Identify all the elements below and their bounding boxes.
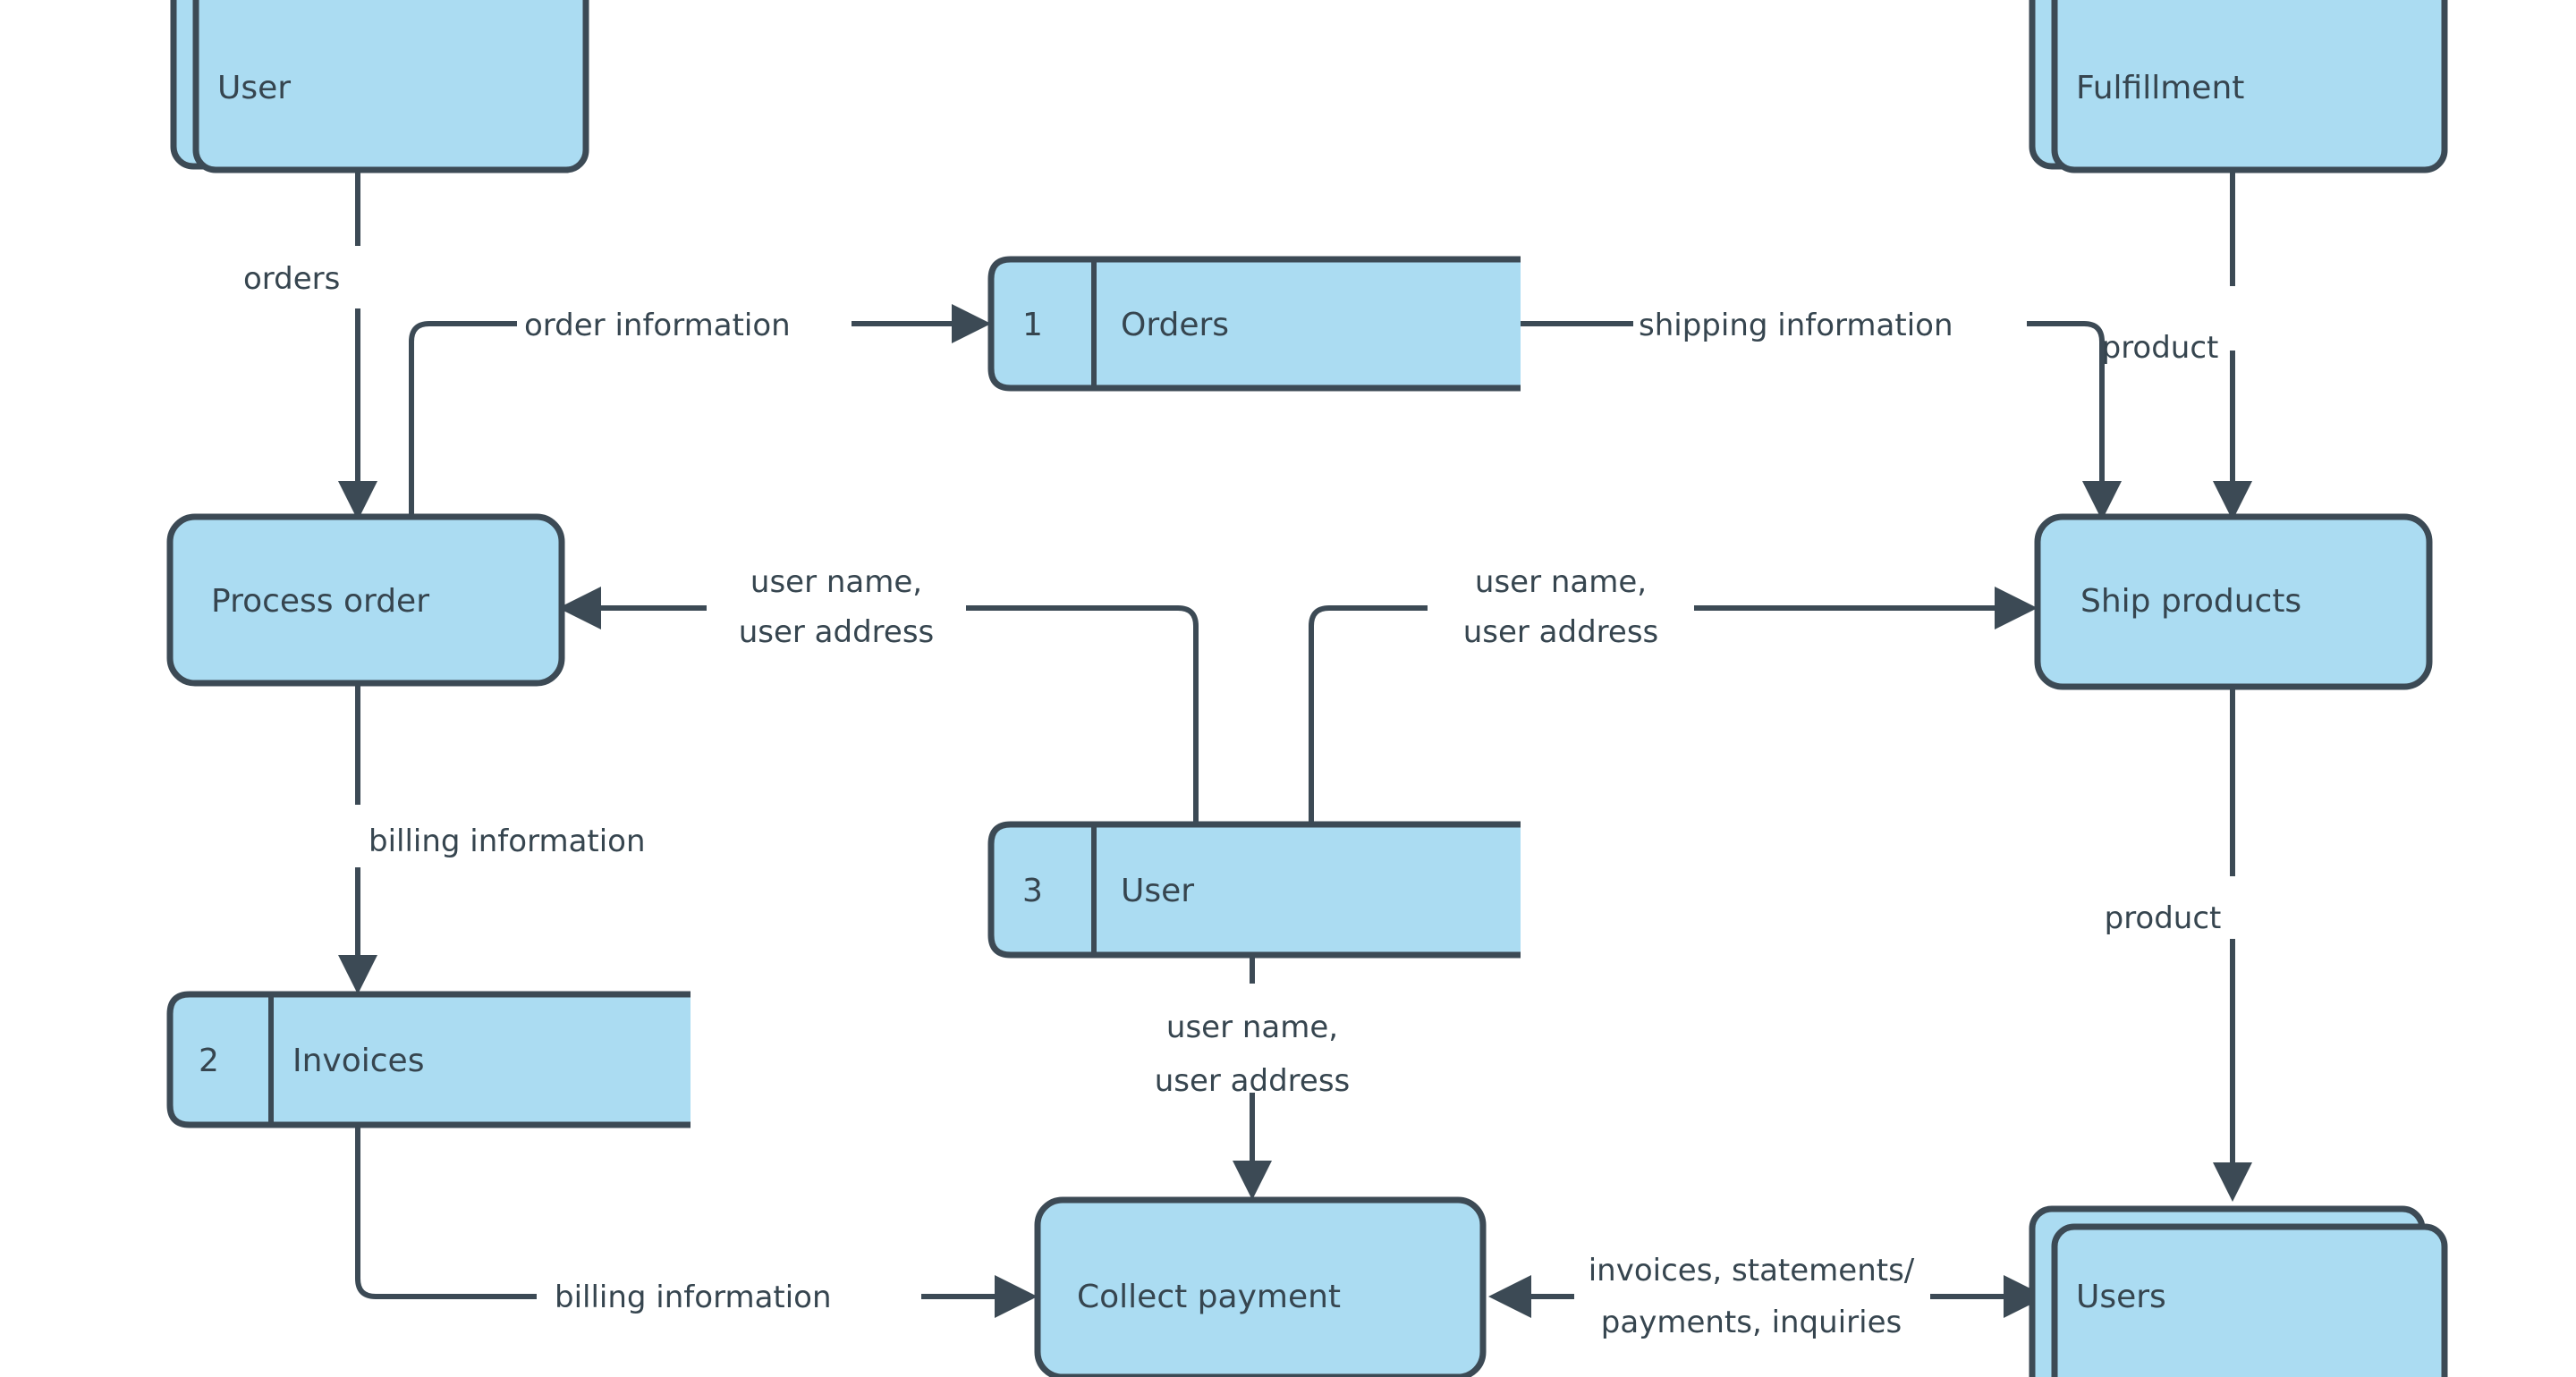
flow-product-users <box>2213 687 2252 1202</box>
flow-user-info-collect-arrowhead <box>1233 1161 1272 1200</box>
flow-shipping-information-segment-right <box>2027 321 2105 501</box>
datastore-orders-border <box>987 256 1521 392</box>
entity-fulfillment-card-fill <box>2055 0 2445 170</box>
datastore-invoices-fill <box>170 994 691 1125</box>
flow-invoices-statements-arrowhead-right <box>2004 1275 2046 1318</box>
process-collect-payment-label: Collect payment <box>1077 1279 1341 1315</box>
datastore-invoices[interactable]: 2 Invoices <box>166 991 691 1128</box>
datastore-user-border <box>987 821 1521 959</box>
flow-label-user-mid-line2: user address <box>1155 1063 1351 1099</box>
process-collect-payment[interactable]: Collect payment <box>1034 1196 1487 1377</box>
process-ship-products[interactable]: Ship products <box>2034 513 2433 690</box>
flow-label-product-top: product <box>2102 330 2219 366</box>
flow-user-info-right-segment-left <box>1309 605 1428 823</box>
flow-product-fulfillment-arrowhead <box>2213 481 2252 520</box>
flow-label-orders: orders <box>243 261 340 297</box>
entity-users-card-border <box>2051 1223 2448 1377</box>
flow-label-user-mid-line1: user name, <box>1166 1010 1338 1045</box>
flow-billing-to-collect-arrowhead <box>995 1275 1038 1318</box>
datastore-orders-label: Orders <box>1121 307 1229 343</box>
flow-label-user-right-line2: user address <box>1463 614 1659 650</box>
entity-users[interactable]: Users <box>2029 1205 2448 1377</box>
flow-invoices-statements-arrowhead-left <box>1488 1275 1531 1318</box>
entity-fulfillment-card-border <box>2051 0 2448 173</box>
datastore-user[interactable]: 3 User <box>987 821 1521 959</box>
flow-user-info-right <box>1309 587 2038 823</box>
process-ship-products-fill <box>2038 517 2429 687</box>
flow-shipping-information-arrowhead <box>2082 481 2122 520</box>
flow-order-information-arrowhead <box>952 304 991 343</box>
flow-billing-to-store <box>338 683 377 994</box>
flow-order-information-segment-left <box>409 321 517 517</box>
entity-fulfillment[interactable]: Fulfillment <box>2029 0 2448 173</box>
flow-label-user-left-line2: user address <box>739 614 935 650</box>
flow-label-billing-vertical: billing information <box>369 824 646 859</box>
process-process-order-label: Process order <box>211 583 429 620</box>
flow-label-user-left-line1: user name, <box>750 564 922 600</box>
entity-user-label: User <box>217 70 291 106</box>
flow-label-user-right-line1: user name, <box>1475 564 1647 600</box>
entity-users-card-fill <box>2055 1227 2445 1377</box>
flow-user-info-left-segment-right <box>966 605 1199 823</box>
flow-billing-to-collect-segment-left <box>355 1125 537 1299</box>
flow-label-product-bottom: product <box>2105 900 2222 936</box>
entity-users-label: Users <box>2076 1279 2166 1315</box>
datastore-orders[interactable]: 1 Orders <box>987 256 1521 392</box>
flow-order-information <box>409 304 991 517</box>
entity-user-card-border <box>192 0 589 173</box>
flow-user-info-right-arrowhead <box>1995 587 2038 629</box>
datastore-invoices-border <box>166 991 691 1128</box>
flow-user-info-collect <box>1233 955 1272 1200</box>
datastore-user-fill <box>991 824 1521 955</box>
flow-label-billing-horizontal: billing information <box>555 1280 832 1315</box>
flow-label-shipping-information: shipping information <box>1639 308 1953 343</box>
process-process-order[interactable]: Process order <box>166 513 565 687</box>
entity-fulfillment-label: Fulfillment <box>2076 70 2244 106</box>
datastore-user-label: User <box>1121 873 1194 909</box>
process-process-order-border <box>166 513 565 687</box>
entity-user-card-fill <box>196 0 586 170</box>
flow-invoices-statements <box>1488 1275 2046 1318</box>
flow-billing-to-collect <box>355 1125 1038 1318</box>
flow-user-info-left <box>558 587 1199 823</box>
process-process-order-fill <box>170 517 562 683</box>
flow-label-order-information: order information <box>524 308 791 343</box>
flow-label-invoices-line1: invoices, statements/ <box>1589 1253 1915 1288</box>
process-collect-payment-border <box>1034 1196 1487 1377</box>
datastore-user-number: 3 <box>1022 873 1043 909</box>
entity-user[interactable]: User <box>170 0 589 173</box>
flow-product-fulfillment <box>2213 170 2252 520</box>
flow-shipping-information <box>1521 321 2122 520</box>
datastore-invoices-label: Invoices <box>292 1043 424 1079</box>
flow-user-info-left-arrowhead <box>558 587 601 629</box>
flow-product-users-arrowhead <box>2213 1162 2252 1202</box>
flow-orders <box>338 170 377 520</box>
datastore-orders-number: 1 <box>1022 307 1043 343</box>
process-collect-payment-fill <box>1038 1200 1483 1377</box>
flow-orders-arrowhead <box>338 481 377 520</box>
flow-label-invoices-line2: payments, inquiries <box>1601 1305 1902 1340</box>
datastore-invoices-number: 2 <box>199 1043 219 1079</box>
process-ship-products-border <box>2034 513 2433 690</box>
datastore-orders-fill <box>991 259 1521 388</box>
process-ship-products-label: Ship products <box>2080 583 2301 620</box>
flow-billing-to-store-arrowhead <box>338 955 377 994</box>
